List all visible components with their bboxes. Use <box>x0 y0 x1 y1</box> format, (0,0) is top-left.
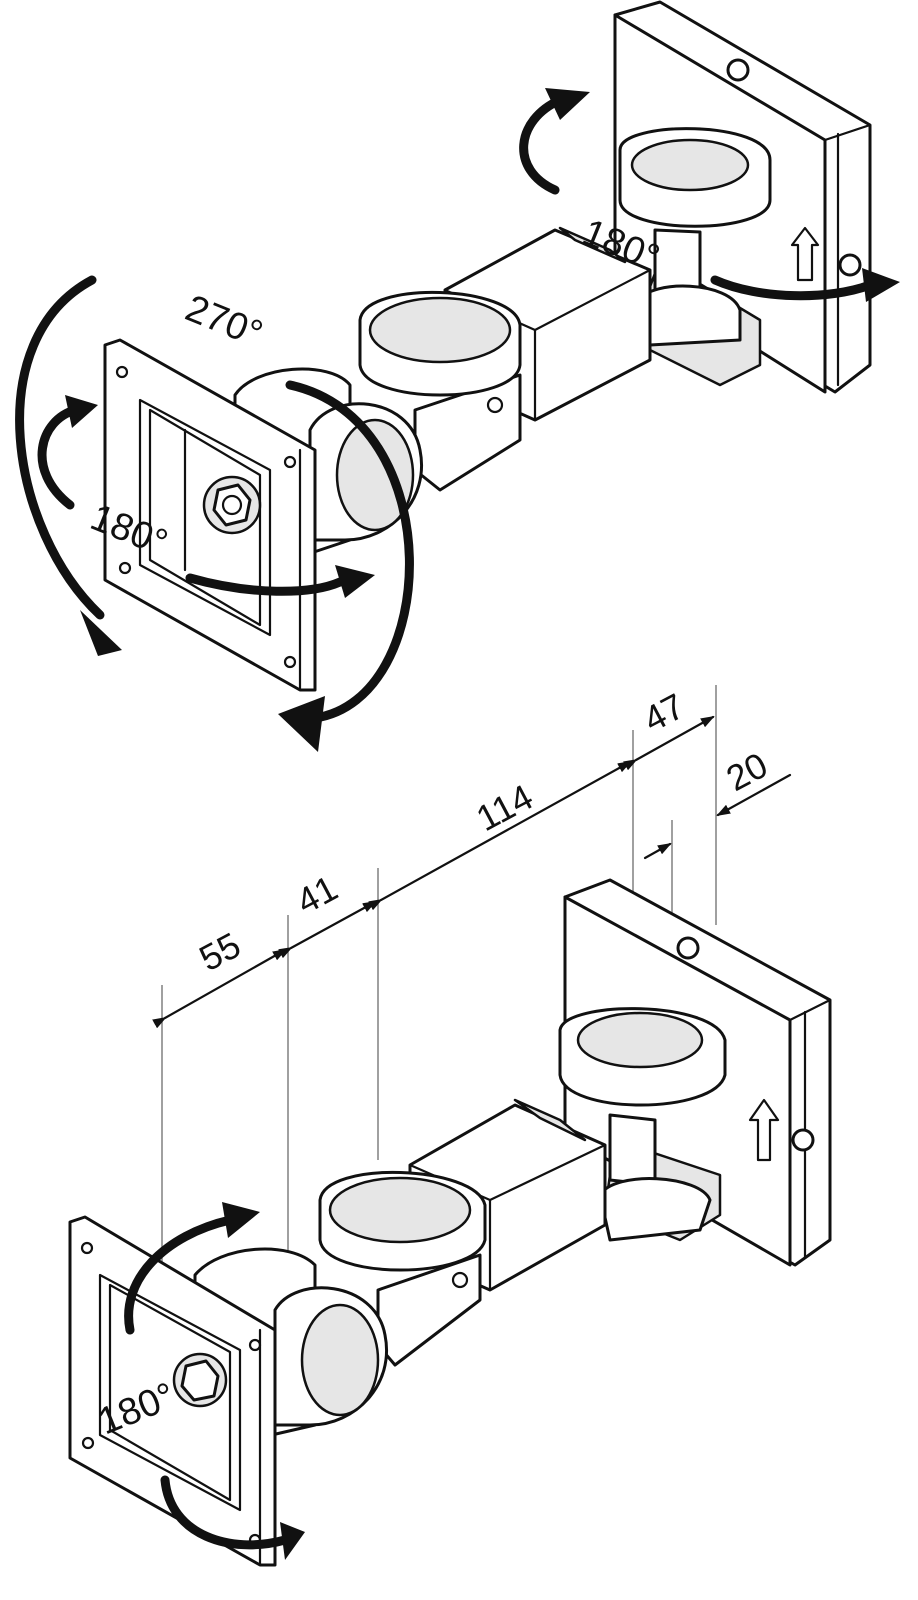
top-motion-arrows <box>15 88 900 752</box>
dimension-55: 55 <box>193 924 248 979</box>
top-arm-illustration: 180° 270° 180° <box>15 0 900 752</box>
dimension-41: 41 <box>290 867 345 922</box>
top-angle-tilt: 270° <box>180 287 269 355</box>
dimension-114: 114 <box>470 776 540 839</box>
bottom-arm-illustration: 180° 55 41 114 47 20 <box>68 685 832 1567</box>
top-vesa-plate <box>103 338 317 692</box>
dimension-47: 47 <box>637 685 692 740</box>
top-wall-joint <box>618 127 772 387</box>
dimension-20: 20 <box>720 744 775 799</box>
dimension-lines <box>152 715 792 1029</box>
bottom-vesa-plate <box>68 1215 277 1567</box>
bottom-motion-arrows <box>124 1202 305 1560</box>
top-middle-joint <box>358 291 522 492</box>
bottom-wall-joint <box>558 1007 727 1242</box>
